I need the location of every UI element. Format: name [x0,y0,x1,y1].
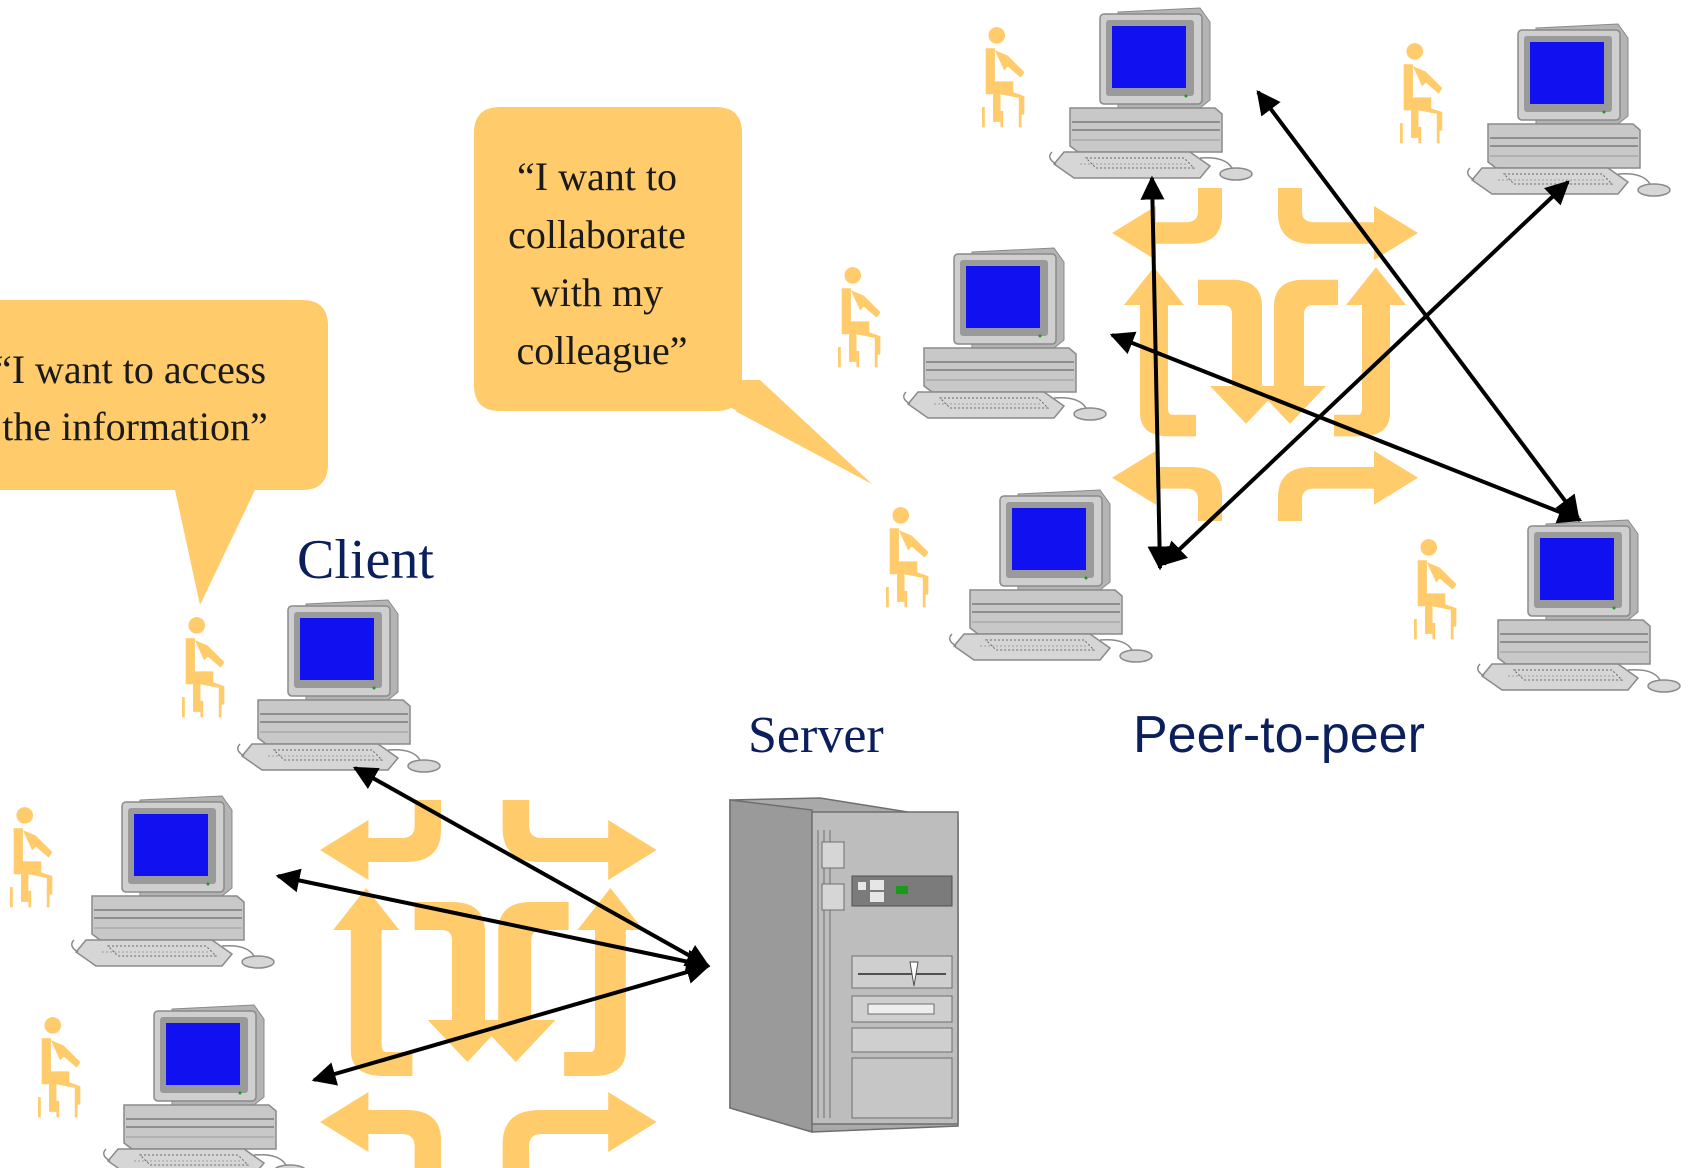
desktop-computer-icon [903,247,1107,421]
server-tower [729,797,959,1134]
peer-quote-line-3: with my [531,270,663,315]
client-station-1 [182,599,441,773]
seated-person-icon [10,807,53,908]
peer-quote-line-4: colleague” [517,328,688,373]
seated-person-icon [886,507,929,608]
peer-connections [1109,90,1583,571]
seated-person-icon [38,1017,81,1118]
peer-quote-line-1: “I want to [517,154,677,199]
peer-to-peer-label: Peer-to-peer [1133,706,1425,764]
server-label: Server [748,707,884,764]
seated-person-icon [838,267,881,368]
peer-quote-line-2: collaborate [508,212,686,257]
peer-station-bottom-right [1414,519,1681,693]
peer-station-top-right [1400,23,1671,197]
client-quote-line-2: the information” [2,404,267,449]
seated-person-icon [182,617,225,718]
tower-server-icon [729,797,959,1134]
connection-line [311,960,711,1086]
client-station-2 [10,795,275,969]
seated-person-icon [1414,539,1457,640]
seated-person-icon [982,27,1025,128]
peer-station-bottom-left [886,489,1153,663]
peer-station-top-center [982,7,1253,181]
client-label: Client [297,529,434,591]
seated-person-icon [1400,43,1443,144]
desktop-computer-icon [103,1004,307,1168]
client-speech-bubble: “I want to access the information” [0,300,328,605]
desktop-computer-icon [949,489,1153,663]
connection-line [275,868,711,974]
peer-station-middle-left [838,247,1107,421]
desktop-computer-icon [237,599,441,773]
peer-speech-bubble: “I want to collaborate with my colleague… [474,107,872,484]
svg-text:“I want to collaborate: “I want to collaborate with my colleague… [508,154,696,373]
svg-text:“I want to access the in: “I want to access the information” [0,347,276,449]
client-quote-line-1: “I want to access [0,347,266,392]
client-station-3 [38,1004,307,1168]
desktop-computer-icon [1467,23,1671,197]
desktop-computer-icon [1477,519,1681,693]
desktop-computer-icon [71,795,275,969]
desktop-computer-icon [1049,7,1253,181]
connection-line [1109,331,1583,524]
client-server-flow-arrows-icon [320,800,657,1168]
client-server-connections [275,766,711,1086]
